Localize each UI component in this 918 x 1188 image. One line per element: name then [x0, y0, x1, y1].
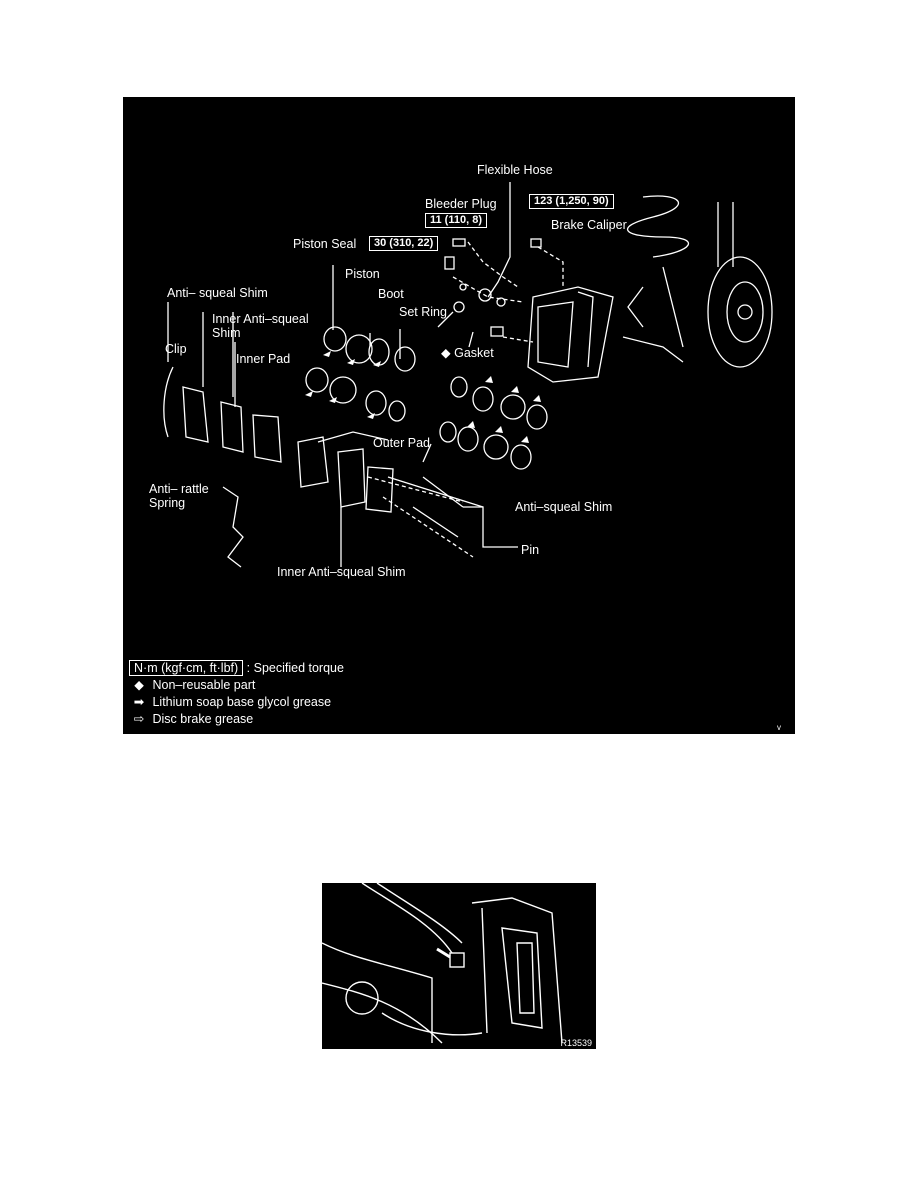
- diamond-icon: ◆: [134, 678, 144, 692]
- figure-code: R13539: [560, 1038, 592, 1048]
- pin-drawings: [387, 476, 518, 548]
- non-reusable-diamond-icon: ◆: [441, 346, 451, 360]
- label-flexible-hose: Flexible Hose: [477, 163, 553, 177]
- right-piston-set: [439, 376, 548, 470]
- label-anti-squeal-shim-right: Anti–squeal Shim: [515, 500, 613, 514]
- diagram-artwork: [163, 182, 773, 568]
- clip-drawing: [163, 366, 174, 438]
- legend-torque-unit: N·m (kgf·cm, ft·lbf): [129, 660, 244, 676]
- legend-non-reusable-row: ◆ Non–reusable part: [129, 677, 344, 694]
- label-piston: Piston: [345, 267, 380, 281]
- strut-spring-drawing: [627, 195, 734, 267]
- solid-arrow-icon: ➡: [133, 695, 145, 709]
- label-set-ring: Set Ring: [399, 305, 447, 319]
- label-anti-rattle-spring: Anti– rattle Spring: [149, 482, 209, 510]
- outer-pad-group: [297, 431, 394, 567]
- label-leaders: [369, 311, 474, 463]
- torque-box-hose: 30 (310, 22): [369, 236, 439, 251]
- flexible-hose-drawing: [487, 182, 511, 298]
- label-bleeder-plug: Bleeder Plug: [425, 197, 497, 211]
- exploded-diagram: Flexible Hose Bleeder Plug 123 (1,250, 9…: [123, 97, 795, 734]
- left-piston-set: [305, 326, 416, 422]
- label-boot: Boot: [378, 287, 404, 301]
- label-outer-pad: Outer Pad: [373, 436, 430, 450]
- disc-hub-drawing: [622, 256, 773, 368]
- hollow-arrow-icon: ⇨: [133, 712, 145, 726]
- label-brake-caliper: Brake Caliper: [551, 218, 627, 232]
- label-inner-anti-squeal-shim-bottom: Inner Anti–squeal Shim: [277, 565, 406, 579]
- hose-disconnect-figure: R13539: [322, 883, 596, 1049]
- label-anti-squeal-shim-top: Anti– squeal Shim: [167, 286, 268, 300]
- hose-disconnect-artwork: [322, 883, 563, 1044]
- legend-torque-desc: : Specified torque: [246, 661, 344, 675]
- inner-pad-group: [182, 312, 282, 463]
- torque-box-bleeder: 11 (110, 8): [425, 213, 487, 228]
- legend-torque-row: N·m (kgf·cm, ft·lbf) : Specified torque: [129, 660, 344, 677]
- label-clip: Clip: [165, 342, 187, 356]
- label-inner-anti-squeal-shim-top: Inner Anti–squeal Shim: [212, 312, 309, 340]
- bolt-drawings: [444, 238, 542, 337]
- caliper-drawing: [527, 286, 614, 383]
- label-gasket: ◆ Gasket: [441, 346, 494, 360]
- legend-lithium-row: ➡ Lithium soap base glycol grease: [129, 694, 344, 711]
- label-inner-pad: Inner Pad: [236, 352, 291, 366]
- grease-arrow-markers: [305, 351, 541, 443]
- legend: N·m (kgf·cm, ft·lbf) : Specified torque …: [129, 660, 344, 728]
- corner-mark: v: [777, 723, 781, 732]
- label-pin: Pin: [521, 543, 540, 557]
- bolt-leaders: [367, 241, 564, 558]
- legend-disc-grease-row: ⇨ Disc brake grease: [129, 711, 344, 728]
- label-piston-seal: Piston Seal: [293, 237, 357, 251]
- anti-rattle-spring-drawing: [222, 486, 244, 568]
- torque-box-caliper-bolt: 123 (1,250, 90): [529, 194, 614, 209]
